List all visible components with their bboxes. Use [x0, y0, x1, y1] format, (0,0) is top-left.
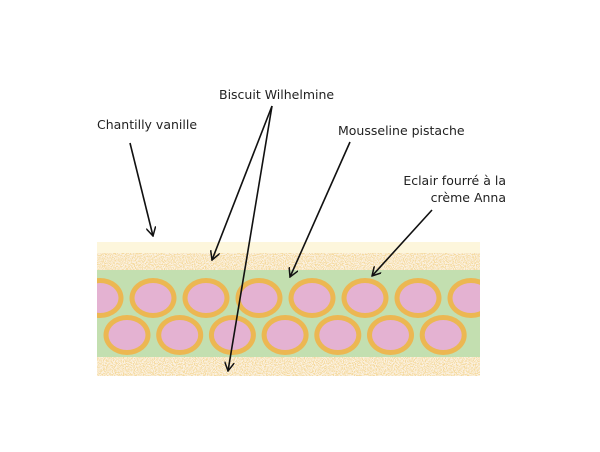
chantilly-layer — [97, 242, 480, 254]
eclair-filling — [399, 283, 437, 313]
label-eclair: Eclair fourré à la crème Anna — [388, 172, 506, 206]
eclair-arrow — [372, 209, 433, 276]
eclair-filling — [97, 283, 119, 313]
eclair-filling — [108, 320, 146, 350]
eclair-filling — [346, 283, 384, 313]
label-chantilly: Chantilly vanille — [97, 117, 198, 132]
eclair-filling — [134, 283, 172, 313]
eclair-filling — [424, 320, 462, 350]
eclair-filling — [452, 283, 480, 313]
eclair-filling — [266, 320, 304, 350]
label-eclair-line1: Eclair fourré à la — [403, 173, 506, 188]
label-eclair-line2: crème Anna — [430, 190, 506, 205]
eclair-group — [97, 278, 480, 355]
eclair-filling — [372, 320, 409, 350]
biscuit-arrow-bottom — [228, 105, 273, 371]
eclair-filling — [187, 283, 225, 313]
label-mousseline: Mousseline pistache — [338, 123, 465, 138]
chantilly-arrow — [129, 142, 153, 236]
biscuit-arrow-top — [212, 105, 273, 260]
eclair-filling — [240, 283, 278, 313]
mousseline-arrow — [290, 141, 351, 277]
biscuit-layer-bottom — [97, 357, 480, 376]
eclair-filling — [213, 320, 251, 350]
label-biscuit: Biscuit Wilhelmine — [219, 87, 335, 102]
eclair-filling — [293, 283, 331, 313]
biscuit-layer-top — [97, 253, 480, 271]
eclair-filling — [319, 320, 357, 350]
eclair-filling — [161, 320, 199, 350]
